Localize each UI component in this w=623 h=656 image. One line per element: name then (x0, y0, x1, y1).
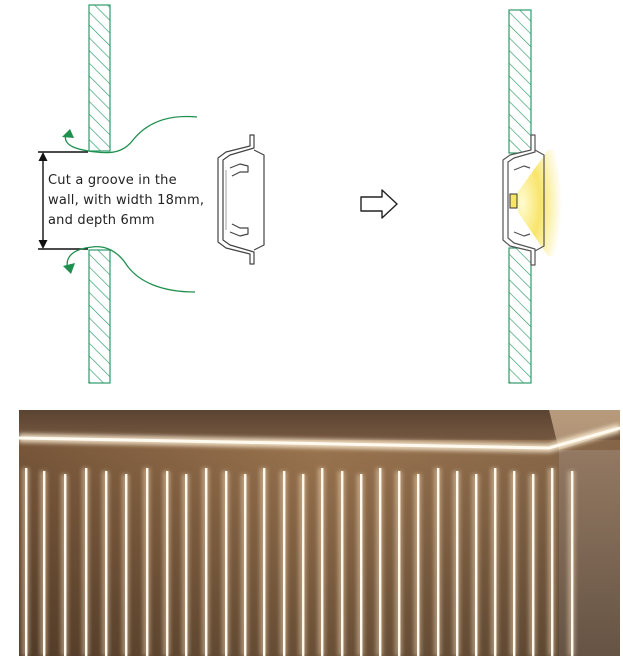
right-wall-upper (508, 9, 532, 154)
light-strip (551, 468, 554, 656)
hollow-right-arrow-icon (360, 189, 398, 219)
light-strip (43, 471, 46, 656)
light-strip (283, 471, 286, 656)
light-strip (64, 474, 67, 656)
light-strip (321, 468, 324, 656)
vertical-light-strips (22, 468, 575, 656)
left-wall-upper (88, 4, 111, 152)
light-strip (166, 471, 169, 656)
light-strip (125, 474, 128, 656)
light-strip (360, 474, 363, 656)
light-strip (85, 468, 88, 656)
light-strip (263, 468, 266, 656)
light-strip (341, 471, 344, 656)
light-strip (417, 474, 420, 656)
ceiling-light-strip (19, 423, 620, 453)
light-strip (225, 471, 228, 656)
light-strip (494, 468, 497, 656)
led-chip-icon (509, 193, 518, 209)
installed-led-profile-icon (502, 134, 545, 266)
light-strip (398, 471, 401, 656)
annotation-line-2: wall, with width 18mm, (48, 193, 205, 208)
curved-arrow-bottom-icon (63, 246, 196, 293)
light-strip (532, 474, 535, 656)
light-strip (302, 474, 305, 656)
led-profile-icon (217, 134, 265, 265)
light-strip (146, 468, 149, 656)
light-strip (513, 471, 516, 656)
room-photo (19, 410, 620, 656)
installed-profile-light-glow (518, 150, 562, 256)
light-strip (244, 474, 247, 656)
light-strip (571, 471, 574, 656)
right-wall-lower (508, 247, 532, 384)
groove-annotation: Cut a groove in the wall, with width 18m… (48, 171, 218, 231)
light-strip (437, 468, 440, 656)
light-strip (379, 468, 382, 656)
curved-arrow-top-icon (62, 115, 198, 154)
light-strip (456, 471, 459, 656)
installation-diagram (38, 4, 562, 384)
light-strip (185, 474, 188, 656)
light-strip (105, 471, 108, 656)
light-strip (475, 474, 478, 656)
light-strip (205, 468, 208, 656)
light-strip (25, 468, 28, 656)
annotation-line-1: Cut a groove in the (48, 173, 177, 188)
annotation-line-3: and depth 6mm (48, 213, 155, 228)
left-wall-lower (88, 249, 111, 384)
